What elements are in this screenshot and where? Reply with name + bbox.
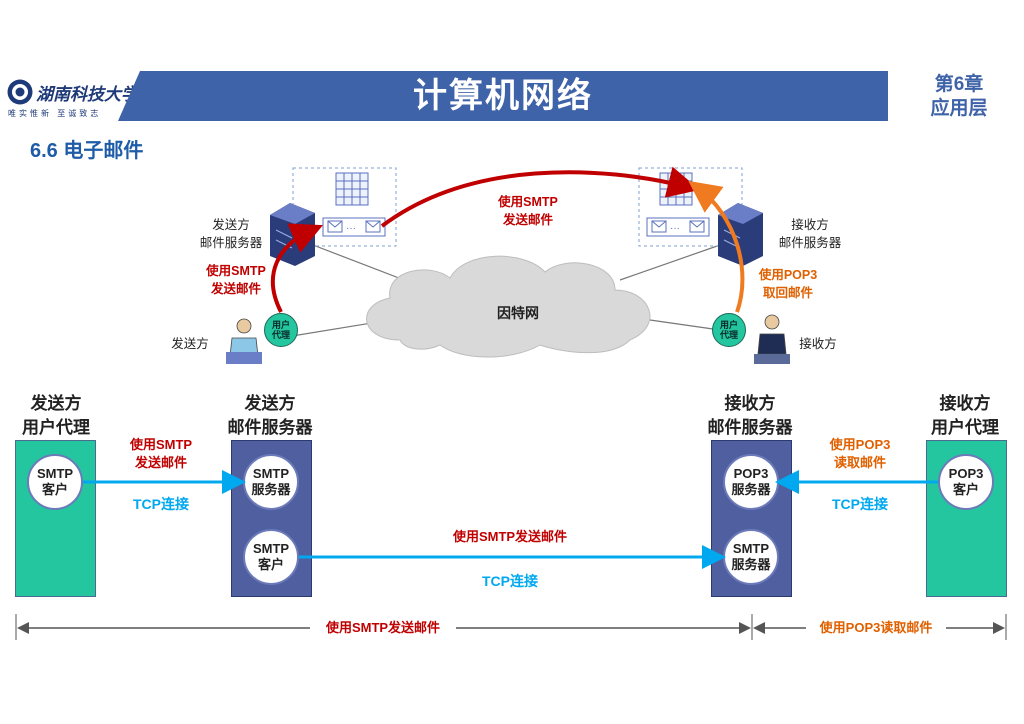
- node-text: SMTP 服务器: [251, 466, 291, 497]
- sender-mail-queue-icon: ···: [322, 217, 386, 237]
- smtp-span-label: 使用SMTP发送邮件: [325, 620, 441, 635]
- smtp-agent-to-server-arc: [270, 223, 323, 313]
- node-text: SMTP 服务器: [731, 541, 771, 572]
- pop3-right-label: 使用POP3 取回邮件: [758, 268, 818, 300]
- agent-badge-text: 用户 代理: [719, 320, 738, 340]
- agent-badge-text: 用户 代理: [271, 320, 290, 340]
- header-bar: [118, 71, 888, 121]
- smtp-left-label: 使用SMTP 发送邮件: [206, 264, 266, 296]
- arrow3-conn: TCP连接: [832, 496, 888, 512]
- pop3-client-node: POP3 客户: [938, 454, 994, 510]
- col4-title: 接收方 用户代理: [931, 394, 999, 437]
- section-title: 6.6 电子邮件: [30, 140, 144, 162]
- sender-user-agent-box: [15, 440, 96, 597]
- receiver-server-label: 接收方 邮件服务器: [778, 218, 842, 250]
- smtp-client-node: SMTP 客户: [243, 529, 299, 585]
- svg-text:···: ···: [346, 223, 356, 234]
- arrow2-label: 使用SMTP发送邮件: [452, 529, 568, 544]
- node-text: POP3 服务器: [731, 466, 771, 497]
- logo-name: 湖南科技大学: [36, 85, 138, 105]
- sender-user-agent-badge: 用户 代理: [264, 313, 298, 347]
- link-line: [619, 244, 721, 281]
- chapter-name: 应用层: [930, 98, 988, 119]
- receiver-user-agent-badge: 用户 代理: [712, 313, 746, 347]
- chapter-number: 第6章: [934, 74, 984, 95]
- internet-cloud-icon: [366, 255, 651, 358]
- node-text: POP3 客户: [948, 466, 984, 497]
- node-text: SMTP 客户: [252, 541, 290, 572]
- receiver-server-icon: [718, 203, 763, 266]
- arrow2-conn: TCP连接: [482, 573, 538, 589]
- internet-label: 因特网: [497, 305, 539, 321]
- chapter-badge: 第6章 应用层: [922, 73, 996, 121]
- receiver-label: 接收方: [799, 337, 837, 351]
- smtp-top-label: 使用SMTP 发送邮件: [498, 195, 558, 227]
- col3-title: 接收方 邮件服务器: [707, 394, 793, 437]
- link-line: [649, 319, 721, 331]
- pop3-server-to-agent-arc: [688, 180, 745, 313]
- arrow1-conn: TCP连接: [133, 496, 189, 512]
- sender-label: 发送方: [171, 337, 209, 351]
- logo-emblem-icon: [7, 79, 33, 105]
- receiver-mail-queue-icon: ···: [646, 217, 710, 237]
- node-text: SMTP 客户: [36, 466, 74, 497]
- svg-text:···: ···: [670, 223, 680, 234]
- logo-motto: 唯实惟新 至诚致志: [8, 109, 102, 118]
- col2-title: 发送方 邮件服务器: [227, 394, 313, 437]
- receiver-person-icon: [754, 314, 790, 364]
- arrow1-label: 使用SMTP 发送邮件: [129, 437, 193, 470]
- sender-person-icon: [226, 318, 262, 364]
- smtp-client-node: SMTP 客户: [27, 454, 83, 510]
- smtp-server-to-server-arc: [380, 166, 700, 228]
- sender-mailbox-icon: [335, 172, 369, 206]
- arrow3-label: 使用POP3 读取邮件: [829, 437, 891, 470]
- pop3-span-label: 使用POP3读取邮件: [819, 620, 933, 635]
- smtp-server-node: SMTP 服务器: [723, 529, 779, 585]
- page-title: 计算机网络: [413, 77, 593, 115]
- sender-server-label: 发送方 邮件服务器: [199, 218, 263, 250]
- col1-title: 发送方 用户代理: [22, 394, 90, 437]
